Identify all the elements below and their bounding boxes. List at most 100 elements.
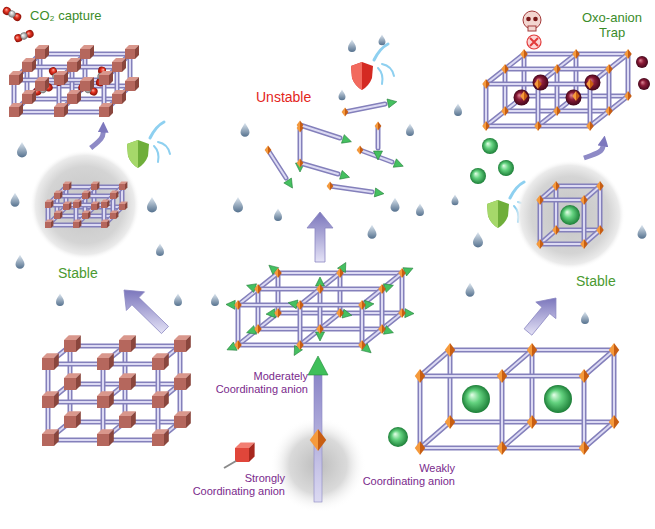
anion-cube xyxy=(64,340,76,352)
anion-cube xyxy=(32,58,36,72)
linker-rod-highlight xyxy=(609,54,628,69)
linker-rod xyxy=(557,109,609,114)
anion-cube xyxy=(60,211,62,219)
linker-rod xyxy=(582,376,587,448)
linker-rod-highlight xyxy=(450,349,532,351)
stable-circle: Stable xyxy=(512,158,628,294)
anion-cube xyxy=(35,81,45,91)
framework-panel: CO₂ capture xyxy=(4,4,142,122)
linker-rod-highlight xyxy=(590,111,609,126)
process-arrow xyxy=(524,298,556,335)
metal-node xyxy=(320,284,324,294)
metal-node xyxy=(398,268,402,278)
anion-cube xyxy=(109,429,114,446)
linker-rod xyxy=(298,128,303,160)
metal-node xyxy=(360,146,363,155)
strong-anion-framework xyxy=(42,335,191,446)
metal-node xyxy=(600,181,604,191)
water-drop xyxy=(454,104,462,116)
linker-rod-highlight xyxy=(505,110,557,112)
anion-cube xyxy=(112,62,122,72)
linker-rod-highlight xyxy=(576,95,628,97)
metal-node xyxy=(576,49,580,59)
linker-rod-highlight xyxy=(345,104,385,112)
anion-cube xyxy=(174,340,186,352)
oxo-anion xyxy=(514,90,530,106)
linker-rod-highlight xyxy=(505,68,557,70)
anion-cube xyxy=(79,200,81,208)
anion-cube xyxy=(186,335,191,352)
anion-cube xyxy=(99,107,109,117)
process-connector xyxy=(584,146,603,158)
linker-rod-highlight xyxy=(320,328,382,330)
linker-rod xyxy=(360,150,392,162)
metal-node xyxy=(362,300,366,310)
linker-rod xyxy=(500,376,505,448)
metal-node xyxy=(238,300,242,310)
linker-rod xyxy=(360,305,365,345)
water-drop xyxy=(406,124,414,136)
metal-node xyxy=(590,79,594,89)
metal-node xyxy=(505,106,509,116)
metal-node xyxy=(375,122,378,131)
metal-node xyxy=(330,182,333,191)
metal-node xyxy=(553,106,557,116)
linker-rod xyxy=(300,125,340,138)
anion-cube xyxy=(60,191,62,199)
anion-cube xyxy=(109,353,114,370)
linker-rod xyxy=(556,228,600,233)
linker-rod xyxy=(626,54,631,96)
anion-cube xyxy=(82,213,88,219)
metal-node xyxy=(316,324,320,334)
linker-rod-highlight xyxy=(420,447,502,449)
linker-rod xyxy=(448,350,453,422)
anion-cone xyxy=(340,171,350,180)
cross-mark xyxy=(530,38,538,46)
anion-cube xyxy=(64,71,68,85)
linker-rod-highlight xyxy=(584,186,600,200)
anion-cube xyxy=(80,49,90,59)
shield-face xyxy=(127,140,138,168)
anion-sphere xyxy=(560,205,580,225)
linker-rod-highlight xyxy=(300,344,362,346)
anion-cube xyxy=(109,391,114,408)
stable-ground xyxy=(30,150,140,260)
anion-cube xyxy=(152,434,164,446)
shield-body xyxy=(127,140,149,168)
linker-rod-highlight xyxy=(238,344,300,346)
anion-cube xyxy=(42,396,54,408)
linker-rod xyxy=(557,67,609,72)
metal-node xyxy=(580,239,584,249)
water-drop xyxy=(147,197,157,213)
anion-cube xyxy=(63,204,69,210)
water-drop xyxy=(379,34,386,45)
anion-cube xyxy=(152,358,164,370)
linker-rod-highlight xyxy=(382,313,402,329)
linker-rod-highlight xyxy=(540,243,584,245)
metal-node xyxy=(552,181,556,191)
anion-cube xyxy=(64,416,76,428)
linker-rod xyxy=(576,52,628,57)
metal-node xyxy=(584,195,588,205)
metal-node xyxy=(534,121,538,131)
anion-cube xyxy=(45,222,51,228)
linker-rod xyxy=(576,94,628,99)
linker-rod-highlight xyxy=(486,83,538,85)
linker-rod xyxy=(300,163,338,174)
metal-node xyxy=(254,324,258,334)
anion-cube xyxy=(76,411,81,428)
metal-node xyxy=(254,284,258,294)
anion-cube xyxy=(45,202,51,208)
water-drop xyxy=(211,294,219,306)
moderate-anion-framework xyxy=(226,263,414,356)
metal-node xyxy=(486,79,490,89)
linker-rod xyxy=(258,287,320,292)
anion-cube xyxy=(9,75,19,85)
metal-node xyxy=(378,122,381,131)
anion-cube xyxy=(32,90,36,104)
water-drop xyxy=(17,142,27,158)
anion-cube xyxy=(90,45,94,59)
linker-rod xyxy=(300,343,362,348)
oxo-anion-framework xyxy=(482,49,650,131)
scale-arrowhead xyxy=(308,356,328,375)
